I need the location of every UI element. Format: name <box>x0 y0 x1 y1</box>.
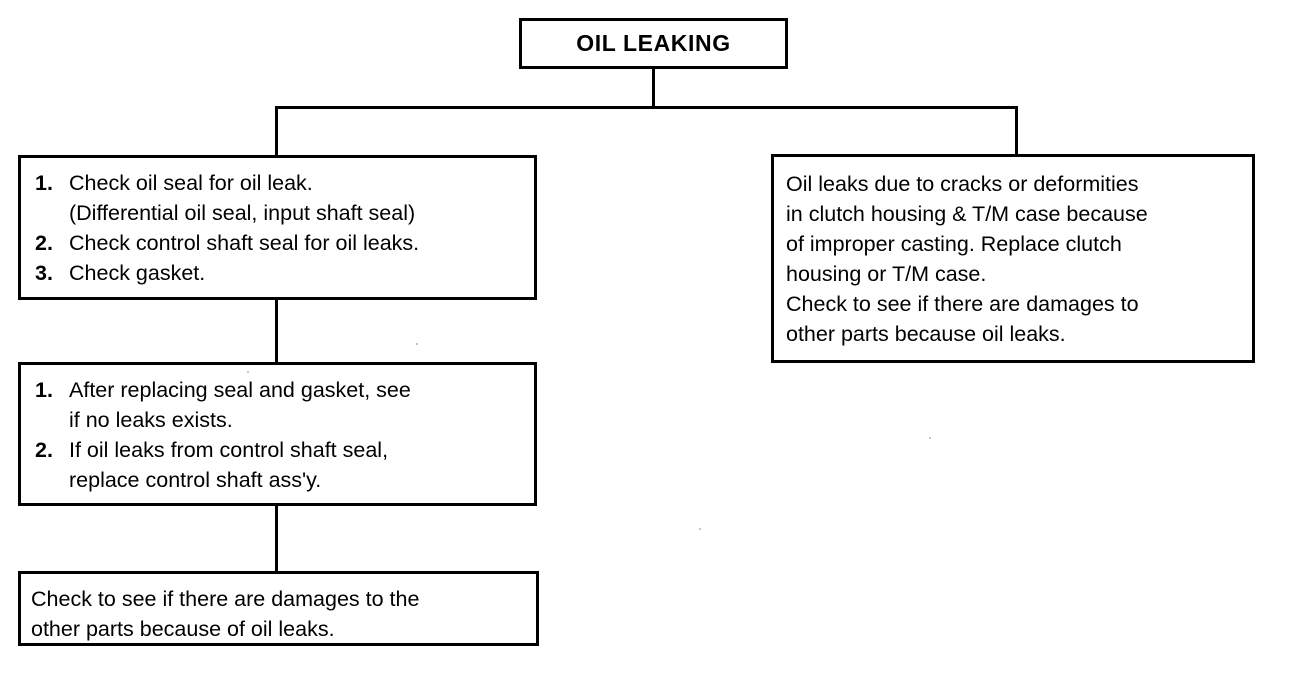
list-item-text: Check to see if there are damages to <box>786 292 1139 316</box>
list-item: 3. Check gasket. <box>35 258 522 288</box>
list-item-text: housing or T/M case. <box>786 262 987 286</box>
list-item-text: other parts because oil leaks. <box>786 322 1066 346</box>
list-item-text: of improper casting. Replace clutch <box>786 232 1122 256</box>
list-item: 1. After replacing seal and gasket, see <box>35 375 522 405</box>
list-item: of improper casting. Replace clutch <box>786 229 1240 259</box>
list-item: if no leaks exists. <box>35 405 522 435</box>
list-item: 1. Check oil seal for oil leak. <box>35 168 522 198</box>
node-check-other-parts-damage[interactable]: Check to see if there are damages to the… <box>18 571 539 646</box>
list-item: housing or T/M case. <box>786 259 1240 289</box>
node-line-list: Oil leaks due to cracks or deformities i… <box>786 169 1240 349</box>
list-item-text: If oil leaks from control shaft seal, <box>69 438 389 462</box>
node-oil-leaking-title[interactable]: OIL LEAKING <box>519 18 788 69</box>
list-item: 2. If oil leaks from control shaft seal, <box>35 435 522 465</box>
list-item-text: Check oil seal for oil leak. <box>69 171 313 195</box>
list-item: Oil leaks due to cracks or deformities <box>786 169 1240 199</box>
list-item: (Differential oil seal, input shaft seal… <box>35 198 522 228</box>
list-item-number: 1. <box>35 378 53 402</box>
edge-left-2-to-left-3 <box>275 505 278 572</box>
list-item-text: if no leaks exists. <box>69 408 233 432</box>
node-line-list: 1. After replacing seal and gasket, see … <box>35 375 522 495</box>
list-item-text: After replacing seal and gasket, see <box>69 378 411 402</box>
edge-bus-to-left-1 <box>275 106 278 157</box>
edge-branch-bus <box>275 106 1018 109</box>
list-item-text: Check control shaft seal for oil leaks. <box>69 231 420 255</box>
node-check-seal-steps[interactable]: 1. Check oil seal for oil leak. (Differe… <box>18 155 537 300</box>
list-item: other parts because oil leaks. <box>786 319 1240 349</box>
node-line-list: Check to see if there are damages to the… <box>31 584 524 644</box>
list-item-text: Check gasket. <box>69 261 206 285</box>
list-item: other parts because of oil leaks. <box>31 614 524 644</box>
list-item: in clutch housing & T/M case because <box>786 199 1240 229</box>
list-item-text: (Differential oil seal, input shaft seal… <box>69 201 416 225</box>
list-item-number: 1. <box>35 171 53 195</box>
node-line-list: 1. Check oil seal for oil leak. (Differe… <box>35 168 522 288</box>
node-title-label: OIL LEAKING <box>576 30 731 56</box>
list-item-text: Oil leaks due to cracks or deformities <box>786 172 1139 196</box>
list-item: Check to see if there are damages to <box>786 289 1240 319</box>
list-item-text: replace control shaft ass'y. <box>69 468 322 492</box>
list-item: 2. Check control shaft seal for oil leak… <box>35 228 522 258</box>
edge-left-1-to-left-2 <box>275 298 278 363</box>
list-item: replace control shaft ass'y. <box>35 465 522 495</box>
list-item-text: Check to see if there are damages to the <box>31 587 420 611</box>
edge-bus-to-right-1 <box>1015 106 1018 156</box>
scan-speck <box>699 528 701 530</box>
list-item: Check to see if there are damages to the <box>31 584 524 614</box>
scan-speck <box>929 437 931 439</box>
list-item-text: other parts because of oil leaks. <box>31 617 335 641</box>
node-clutch-housing-cracks[interactable]: Oil leaks due to cracks or deformities i… <box>771 154 1255 363</box>
scan-speck <box>247 371 249 373</box>
list-item-text: in clutch housing & T/M case because <box>786 202 1148 226</box>
list-item-number: 2. <box>35 438 53 462</box>
list-item-number: 2. <box>35 231 53 255</box>
node-after-replacing-steps[interactable]: 1. After replacing seal and gasket, see … <box>18 362 537 506</box>
scan-speck <box>416 343 418 345</box>
list-item-number: 3. <box>35 261 53 285</box>
edge-root-stem <box>652 68 655 109</box>
